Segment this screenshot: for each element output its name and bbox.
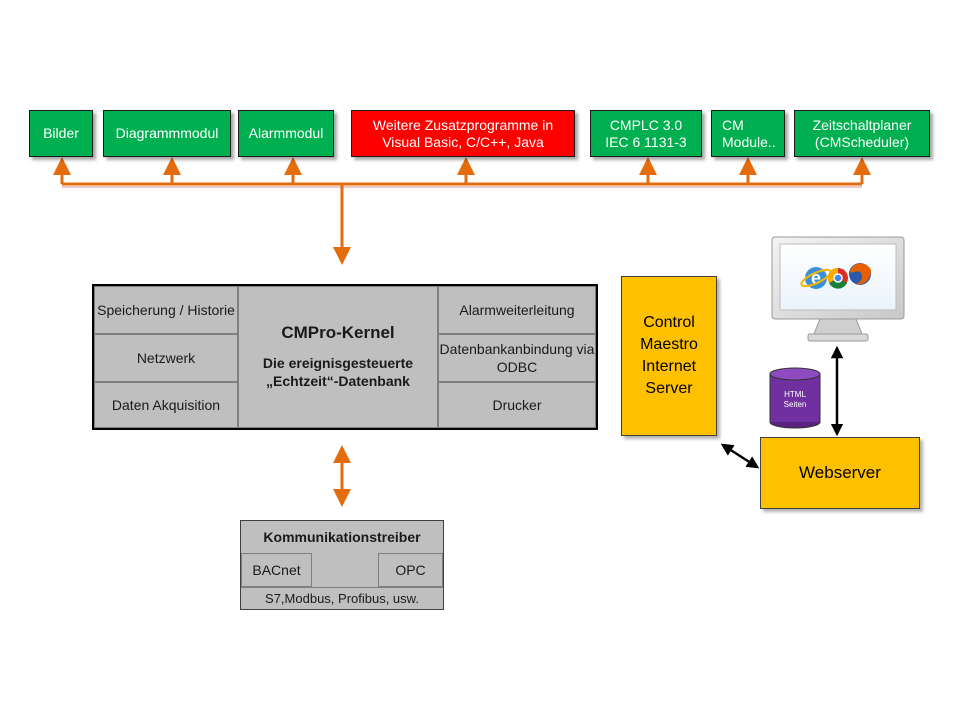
opc-label: OPC — [395, 562, 426, 578]
server-webserver-arrow — [720, 443, 760, 469]
html-seiten-database: HTML Seiten — [769, 367, 821, 429]
treiber-bacnet: BACnet — [241, 553, 312, 587]
kernel-subtitle-line2: „Echtzeit“-Datenbank — [266, 373, 410, 389]
kommunikationstreiber-block: Kommunikationstreiber BACnet OPC S7,Modb… — [240, 520, 444, 610]
module-label: Module.. — [722, 133, 776, 150]
module-label: (CMScheduler) — [814, 133, 910, 150]
kernel-cell-alarmweiterleitung: Alarmweiterleitung — [438, 286, 596, 334]
kernel-title: CMPro-Kernel — [281, 323, 395, 342]
chrome-icon — [827, 267, 848, 289]
module-diagrammmodul: Diagrammmodul — [103, 110, 231, 157]
cell-label: Drucker — [492, 397, 542, 413]
bacnet-label: BACnet — [252, 562, 301, 578]
webserver-label: Webserver — [799, 463, 881, 482]
server-label: Control — [643, 314, 695, 331]
firefox-icon — [849, 263, 871, 285]
cell-label: Speicherung / Historie — [97, 302, 235, 318]
module-cmplc: CMPLC 3.0 IEC 6 1131-3 — [590, 110, 702, 157]
module-zusatzprogramme: Weitere Zusatzprogramme in Visual Basic,… — [351, 110, 575, 157]
monitor-icon: e — [771, 236, 905, 342]
module-label: Visual Basic, C/C++, Java — [382, 133, 544, 150]
webserver-box: Webserver — [760, 437, 920, 509]
cell-label: Daten Akquisition — [111, 397, 221, 413]
treiber-title: Kommunikationstreiber — [241, 521, 443, 553]
treiber-title-label: Kommunikationstreiber — [263, 529, 421, 545]
kernel-center: CMPro-Kernel Die ereignisgesteuerte „Ech… — [238, 286, 438, 428]
cell-label: Netzwerk — [136, 350, 196, 366]
kernel-cell-netzwerk: Netzwerk — [94, 334, 238, 382]
kernel-cell-speicherung: Speicherung / Historie — [94, 286, 238, 334]
kernel-cell-datenbankanbindung: Datenbankanbindung via ODBC — [438, 334, 596, 382]
cell-label: Datenbankanbindung via ODBC — [439, 341, 595, 375]
server-label: Server — [645, 380, 693, 397]
module-label: CMPLC 3.0 — [609, 116, 683, 133]
module-label: Diagrammmodul — [115, 125, 219, 141]
module-label: Bilder — [43, 125, 79, 141]
html-seiten-line1: HTML — [784, 390, 806, 399]
kernel-cell-daten-akquisition: Daten Akquisition — [94, 382, 238, 428]
module-label: CM — [722, 116, 744, 133]
treiber-bottom: S7,Modbus, Profibus, usw. — [241, 587, 443, 609]
cell-label: Alarmweiterleitung — [459, 302, 575, 318]
kernel-subtitle-line1: Die ereignisgesteuerte — [262, 355, 414, 371]
control-maestro-server: Control Maestro Internet Server — [621, 276, 717, 436]
treiber-bottom-label: S7,Modbus, Profibus, usw. — [265, 590, 419, 606]
kernel-cell-drucker: Drucker — [438, 382, 596, 428]
server-label: Maestro — [640, 336, 698, 353]
module-label: IEC 6 1131-3 — [605, 133, 687, 150]
module-cm-module: CM Module.. — [711, 110, 785, 157]
treiber-opc: OPC — [378, 553, 443, 587]
server-label: Internet — [641, 358, 697, 375]
module-label: Zeitschaltplaner — [812, 116, 912, 133]
module-bilder: Bilder — [29, 110, 93, 157]
html-seiten-line2: Seiten — [784, 400, 807, 409]
module-zeitschaltplaner: Zeitschaltplaner (CMScheduler) — [794, 110, 930, 157]
cmpro-kernel-block: Speicherung / Historie Netzwerk Daten Ak… — [92, 284, 598, 430]
module-label: Weitere Zusatzprogramme in — [372, 116, 554, 133]
module-alarmmodul: Alarmmodul — [238, 110, 334, 157]
svg-text:e: e — [811, 268, 821, 288]
module-label: Alarmmodul — [248, 125, 324, 141]
